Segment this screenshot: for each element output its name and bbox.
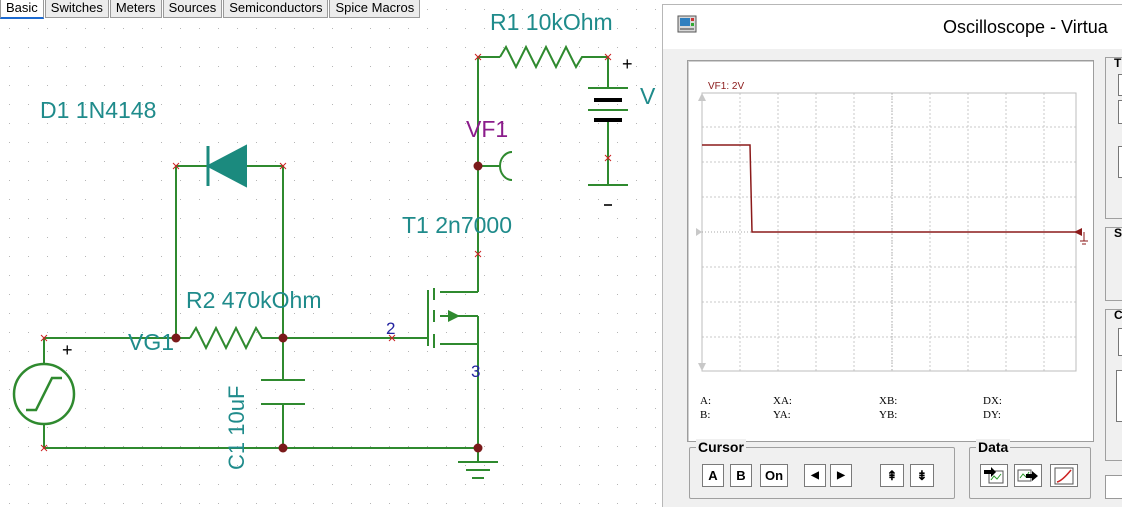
data-group: Data xyxy=(969,439,1091,499)
cursor-on-button[interactable]: On xyxy=(760,464,788,487)
diode-d1[interactable] xyxy=(205,144,247,188)
scope-level-marker-icon xyxy=(696,228,702,236)
r2-label: R2 470kOhm xyxy=(186,287,322,313)
cursor-right-button[interactable]: ▶ xyxy=(830,464,852,487)
capacitor-c1[interactable] xyxy=(261,379,305,405)
cursor-a-button[interactable]: A xyxy=(702,464,724,487)
channel-label: VF1: 2V xyxy=(708,81,744,92)
tab-semiconductors[interactable]: Semiconductors xyxy=(223,0,329,18)
d1-label: D1 1N4148 xyxy=(40,97,156,123)
voltage-probe-icon[interactable] xyxy=(499,151,513,181)
scope-bottom-marker-icon xyxy=(698,363,706,371)
data-import-button[interactable] xyxy=(980,464,1008,487)
node-2-label: 2 xyxy=(386,319,395,338)
channel-panel: C xyxy=(1105,308,1122,461)
c1-label: C1 10uF xyxy=(224,386,249,470)
readout-ya: YA: xyxy=(773,409,791,421)
data-group-title: Data xyxy=(976,439,1011,455)
oscilloscope-window: Oscilloscope - Virtua xyxy=(662,4,1122,507)
vg1-label: VG1 xyxy=(128,329,174,355)
trigger-control-2[interactable] xyxy=(1118,100,1122,124)
junctions xyxy=(171,161,483,453)
trigger-control-3[interactable] xyxy=(1118,146,1122,178)
vf1-label: VF1 xyxy=(466,116,508,142)
pin-markers xyxy=(40,53,612,452)
readout-dy: DY: xyxy=(983,409,1001,421)
tab-switches[interactable]: Switches xyxy=(44,0,109,18)
readout-b: B: xyxy=(700,409,711,421)
channel-panel-label: C xyxy=(1114,308,1122,322)
r1-label: R1 10kOhm xyxy=(490,9,613,35)
battery-label: V xyxy=(640,83,656,109)
scope-screen[interactable]: VF1: 2V xyxy=(688,61,1093,441)
trigger-panel: T xyxy=(1105,56,1122,219)
readout-yb: YB: xyxy=(879,409,898,421)
data-import-icon xyxy=(984,466,1004,483)
scope-top-marker-icon xyxy=(698,93,706,101)
cursor-up-button[interactable]: ⇞ xyxy=(880,464,904,487)
source-plus-sign: + xyxy=(62,340,73,360)
transistor-arrow-icon xyxy=(448,310,460,322)
readout-a: A: xyxy=(700,395,711,407)
data-curve-button[interactable] xyxy=(1050,464,1078,487)
sweep-panel-label: S xyxy=(1114,226,1122,240)
channel-control-2[interactable] xyxy=(1116,370,1122,422)
cursor-left-button[interactable]: ◀ xyxy=(804,464,826,487)
channel-control-1[interactable] xyxy=(1118,328,1122,356)
oscilloscope-title: Oscilloscope - Virtua xyxy=(943,17,1108,37)
sweep-panel: S xyxy=(1105,226,1122,301)
cursor-group: Cursor A B On ◀ ▶ ⇞ ⇟ xyxy=(689,439,955,499)
grid-background xyxy=(0,0,662,506)
data-curve-icon xyxy=(1054,467,1074,484)
side-bottom-button[interactable] xyxy=(1105,475,1122,499)
cursor-down-button[interactable]: ⇟ xyxy=(910,464,934,487)
transistor-t1[interactable] xyxy=(420,288,435,348)
readout-xb: XB: xyxy=(879,395,898,407)
trigger-panel-label: T xyxy=(1114,56,1122,70)
ground-battery xyxy=(588,184,628,206)
trigger-control-1[interactable] xyxy=(1118,74,1122,96)
cursor-group-title: Cursor xyxy=(696,439,746,455)
battery-v1[interactable] xyxy=(588,87,628,122)
vf1-trace xyxy=(702,144,1082,233)
scope-screen-frame: VF1: 2V xyxy=(687,60,1094,442)
tab-spice-macros[interactable]: Spice Macros xyxy=(329,0,421,18)
signal-source-vg1[interactable] xyxy=(12,362,76,426)
trace-end-marker-icon xyxy=(1074,228,1082,236)
tab-sources[interactable]: Sources xyxy=(162,0,223,18)
tab-meters[interactable]: Meters xyxy=(109,0,162,18)
data-export-button[interactable] xyxy=(1014,464,1042,487)
data-export-icon xyxy=(1017,469,1038,481)
schematic-canvas[interactable]: R1 10kOhm + V VF1 D1 1N4148 T1 2n7000 R2… xyxy=(0,0,662,506)
r1-resistor[interactable] xyxy=(499,44,588,70)
oscilloscope-app-icon xyxy=(677,15,697,33)
oscilloscope-title-bar[interactable]: Oscilloscope - Virtua xyxy=(663,5,1122,49)
battery-plus-sign: + xyxy=(622,54,633,74)
readout-xa: XA: xyxy=(773,395,792,407)
readout-dx: DX: xyxy=(983,395,1002,407)
node-3-label: 3 xyxy=(471,362,480,381)
r2-resistor[interactable] xyxy=(189,325,264,351)
ground-transistor xyxy=(458,461,498,479)
component-tabs: Basic Switches Meters Sources Semiconduc… xyxy=(0,0,421,19)
tab-basic[interactable]: Basic xyxy=(0,0,44,19)
cursor-b-button[interactable]: B xyxy=(730,464,752,487)
t1-label: T1 2n7000 xyxy=(402,212,512,238)
